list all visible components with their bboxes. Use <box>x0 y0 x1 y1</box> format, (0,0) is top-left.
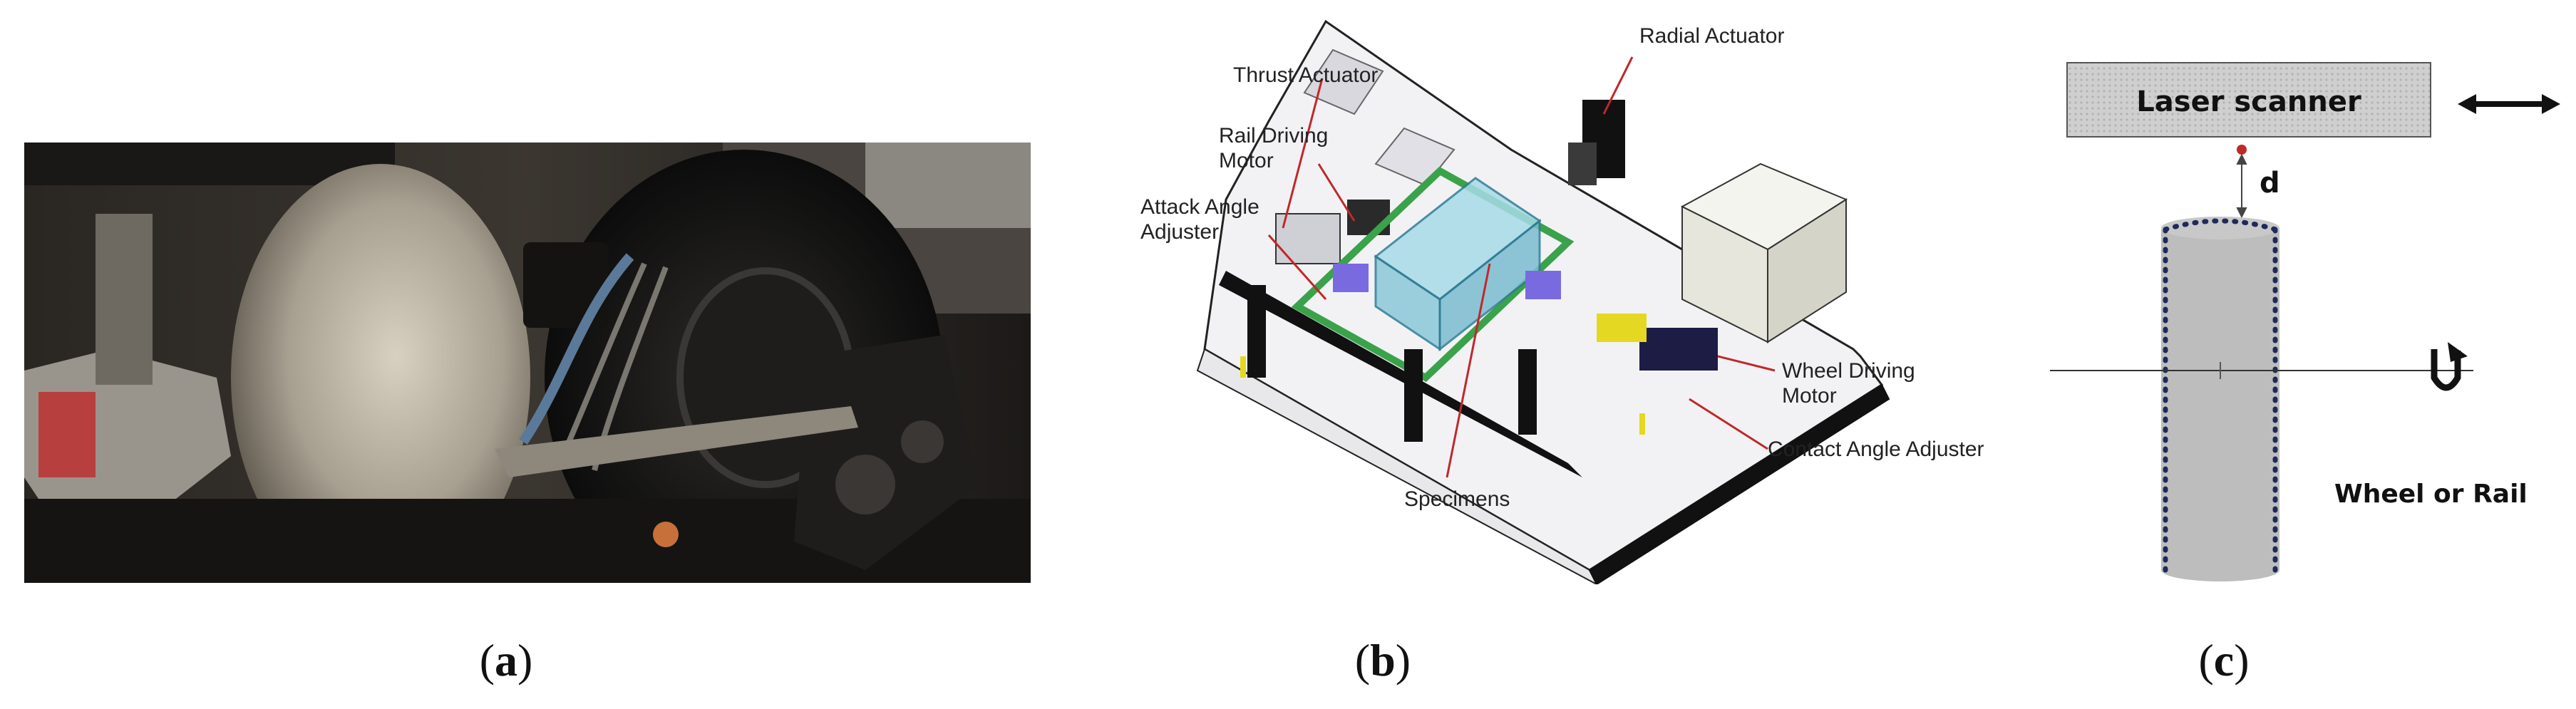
scanner-schematic: Laser scanner d Whe <box>2050 62 2560 581</box>
panel-c-schematic: Laser scanner d Whe <box>2039 43 2566 584</box>
label-attack-angle-1: Attack Angle <box>1140 195 1259 219</box>
label-rail-driving-1: Rail Driving <box>1219 124 1328 148</box>
label-thrust-actuator: Thrust Actuator <box>1233 63 1378 87</box>
move-arrow-icon <box>2458 94 2560 114</box>
caption-a: (a) <box>479 635 533 685</box>
distance-arrow <box>2236 153 2247 219</box>
caption-c: (c) <box>2198 635 2250 685</box>
silver-disc <box>231 164 530 583</box>
red-cover <box>38 392 96 477</box>
green-frame <box>1291 166 1575 383</box>
object-label: Wheel or Rail <box>2334 480 2528 509</box>
laser-point <box>2237 145 2247 155</box>
caption-b: (b) <box>1354 635 1411 685</box>
right-fixture <box>794 335 979 570</box>
label-contact-angle: Contact Angle Adjuster <box>1768 438 1984 461</box>
label-wheel-driving-1: Wheel Driving <box>1782 359 1915 383</box>
panel-a-photo <box>24 143 1031 583</box>
label-rail-driving-2: Motor <box>1219 149 1274 172</box>
wheel-rail-cylinder <box>2161 228 2279 570</box>
distance-label: d <box>2260 167 2280 200</box>
test-rig-photo <box>24 143 1031 583</box>
label-attack-angle-2: Adjuster <box>1140 220 1219 244</box>
rail-specimen <box>495 406 858 477</box>
rig-cad-diagram: Radial Actuator Thrust Actuator Rail Dri… <box>1140 19 1984 584</box>
panel-b-diagram: Radial Actuator Thrust Actuator Rail Dri… <box>1140 14 2024 584</box>
label-wheel-driving-2: Motor <box>1782 384 1837 408</box>
label-specimens: Specimens <box>1404 487 1510 511</box>
laser-scanner-label: Laser scanner <box>2136 86 2361 118</box>
wheel-motor <box>1639 328 1718 371</box>
rotation-icon <box>2431 349 2461 391</box>
laser-scanner-box <box>2066 62 2431 138</box>
label-radial-actuator: Radial Actuator <box>1639 24 1784 48</box>
